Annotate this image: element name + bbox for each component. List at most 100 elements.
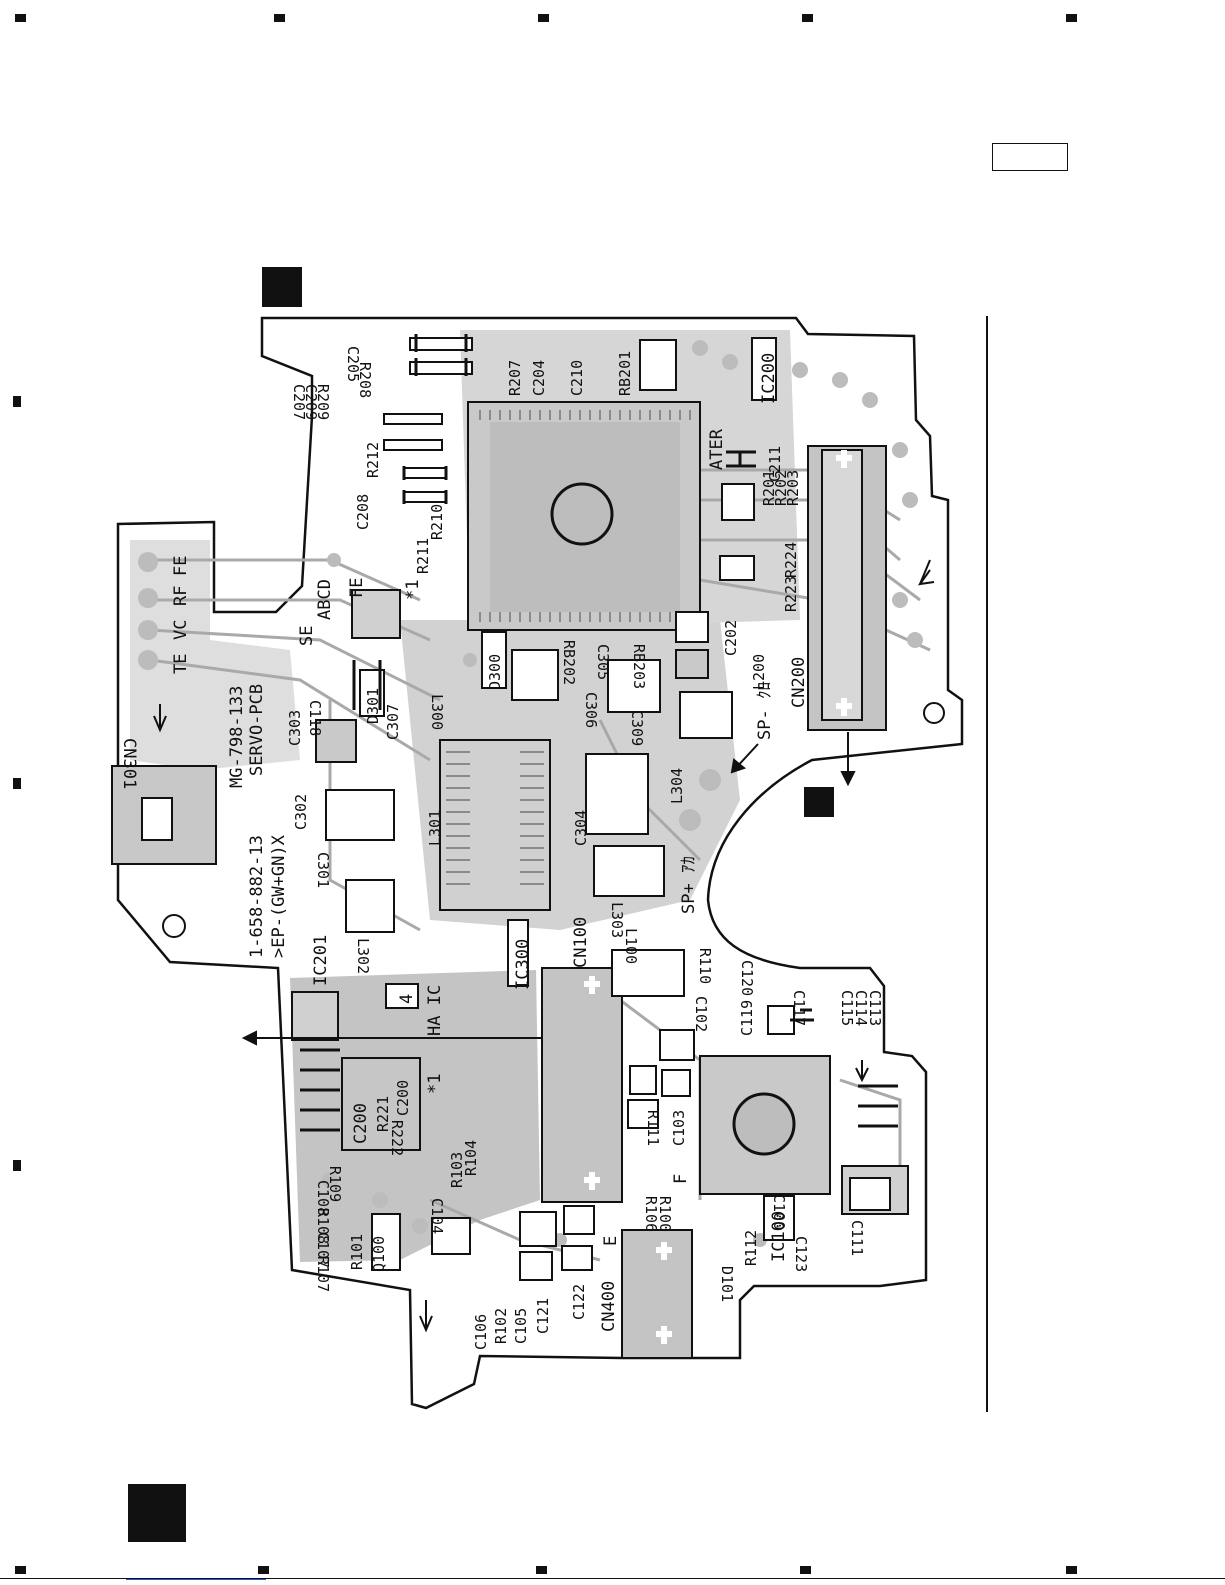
registration-mark-bottom-3 bbox=[800, 1566, 811, 1574]
ref-c211: C211 bbox=[766, 446, 784, 482]
label-board-id: 1-658-882-13 bbox=[247, 835, 267, 958]
section-marker-right bbox=[804, 787, 834, 817]
ref-c301: C301 bbox=[314, 852, 332, 888]
label-star1-haic: *1 bbox=[425, 1074, 445, 1094]
registration-mark-left-1 bbox=[13, 396, 21, 407]
ref-rb201: RB201 bbox=[616, 351, 634, 396]
page-reference-box bbox=[992, 143, 1068, 171]
registration-mark-top-1 bbox=[274, 14, 285, 22]
registration-mark-top-left bbox=[15, 14, 26, 22]
registration-mark-top-3 bbox=[802, 14, 813, 22]
ref-c104: C104 bbox=[428, 1198, 446, 1234]
footer-rule bbox=[0, 1578, 1225, 1579]
page-corner-block bbox=[128, 1484, 186, 1542]
ref-l304: L304 bbox=[668, 768, 686, 804]
ref-c307: C307 bbox=[384, 704, 402, 740]
smd-components bbox=[291, 337, 909, 1281]
label-ic100: IC100 bbox=[769, 1211, 789, 1262]
mounting-hole-right bbox=[923, 702, 945, 724]
ref-r222: R222 bbox=[388, 1120, 406, 1156]
label-pad-fe: FE bbox=[347, 578, 367, 598]
ref-c119: C119 bbox=[738, 1000, 756, 1036]
label-haic-number: 4 bbox=[397, 994, 417, 1004]
label-ic201: IC201 bbox=[311, 935, 331, 986]
registration-mark-bottom-1 bbox=[258, 1566, 269, 1574]
ref-c305: C305 bbox=[594, 644, 612, 680]
label-test-point-vc: VC bbox=[171, 620, 191, 640]
ref-c111: C111 bbox=[848, 1220, 866, 1256]
ref-r207: R207 bbox=[506, 360, 524, 396]
board-text-labels: MG-798-133 SERVO-PCB 1-658-882-13 >EP-(G… bbox=[119, 353, 809, 1332]
ic200-pins bbox=[479, 410, 691, 622]
ref-r101: R101 bbox=[348, 1234, 366, 1270]
section-marker-top bbox=[262, 267, 302, 307]
registration-mark-left-2 bbox=[13, 778, 21, 789]
ref-l200: L200 bbox=[750, 654, 768, 690]
ref-r212: R212 bbox=[364, 442, 382, 478]
label-cn400: CN400 bbox=[599, 1281, 619, 1332]
ref-r111: R111 bbox=[644, 1110, 662, 1146]
signal-arrows bbox=[153, 559, 935, 1333]
registration-mark-top-2 bbox=[538, 14, 549, 22]
registration-mark-bottom-left bbox=[15, 1566, 26, 1574]
cn100-connector bbox=[541, 967, 623, 1203]
ref-r201: R201 bbox=[760, 470, 778, 506]
label-speaker-minus: SP- ｸﾛ bbox=[755, 682, 775, 740]
ref-c123: C123 bbox=[792, 1236, 810, 1272]
ref-c117: C117 bbox=[790, 990, 808, 1026]
copper-pour-left bbox=[130, 540, 300, 770]
ref-c107: C107 bbox=[314, 1232, 332, 1268]
ref-l302: L302 bbox=[354, 938, 372, 974]
ref-rb203: RB203 bbox=[630, 644, 648, 689]
label-model-code: MG-798-133 bbox=[227, 686, 247, 788]
ref-c122: C122 bbox=[570, 1284, 588, 1320]
ref-d101: D101 bbox=[718, 1266, 736, 1302]
ref-r109: R109 bbox=[326, 1166, 344, 1202]
cn301-connector bbox=[111, 765, 217, 865]
ref-r202: R202 bbox=[772, 470, 790, 506]
ref-c106: C106 bbox=[472, 1314, 490, 1350]
ref-r224: R224 bbox=[782, 542, 800, 578]
ref-r108: R108 bbox=[314, 1208, 332, 1244]
ref-c115: C115 bbox=[838, 990, 856, 1026]
label-ater: ATER bbox=[707, 428, 727, 470]
ref-r110: R110 bbox=[696, 948, 714, 984]
ref-c304: C304 bbox=[572, 810, 590, 846]
ref-q100: Q100 bbox=[370, 1236, 388, 1272]
ref-r203: R203 bbox=[784, 470, 802, 506]
ref-r102: R102 bbox=[492, 1308, 510, 1344]
label-pad-abcd: ABCD bbox=[315, 579, 335, 620]
ref-r112: R112 bbox=[742, 1230, 760, 1266]
ref-c108: C108 bbox=[314, 1180, 332, 1216]
ref-c103: C103 bbox=[670, 1110, 688, 1146]
ic300-pins bbox=[446, 751, 544, 885]
ref-c302: C302 bbox=[292, 794, 310, 830]
label-c200-box: C200 bbox=[351, 1103, 371, 1144]
registration-mark-left-3 bbox=[13, 1160, 21, 1171]
ref-r211: R211 bbox=[414, 538, 432, 574]
ref-r100: R100 bbox=[656, 1196, 674, 1232]
ref-d300: D300 bbox=[486, 654, 504, 690]
ref-c204: C204 bbox=[530, 360, 548, 396]
ref-c207: C207 bbox=[290, 384, 308, 420]
mounting-hole-left bbox=[162, 914, 186, 938]
component-designators: R208 C205 R207 C204 C210 RB201 R209 C209… bbox=[286, 346, 884, 1350]
label-ic200: IC200 bbox=[759, 353, 779, 404]
label-ic300: IC300 bbox=[513, 939, 533, 990]
label-board-name: SERVO-PCB bbox=[247, 684, 267, 776]
ref-r221: R221 bbox=[374, 1096, 392, 1132]
ref-c114: C114 bbox=[852, 990, 870, 1026]
ref-c113: C113 bbox=[866, 990, 884, 1026]
ref-c200-part: C200 bbox=[394, 1080, 412, 1116]
ref-c100: C100 bbox=[770, 1194, 788, 1230]
registration-mark-bottom-2 bbox=[536, 1566, 547, 1574]
ref-l301: L301 bbox=[426, 810, 444, 846]
ref-r223: R223 bbox=[782, 576, 800, 612]
component-end-caps bbox=[300, 334, 898, 1132]
label-cn301: CN301 bbox=[119, 738, 139, 789]
footer-link-underline[interactable] bbox=[126, 1579, 266, 1580]
cn200-connector bbox=[807, 445, 887, 731]
label-test-point-te: TE bbox=[171, 654, 191, 674]
label-variant: >EP-(GW+GN)X bbox=[269, 834, 289, 958]
